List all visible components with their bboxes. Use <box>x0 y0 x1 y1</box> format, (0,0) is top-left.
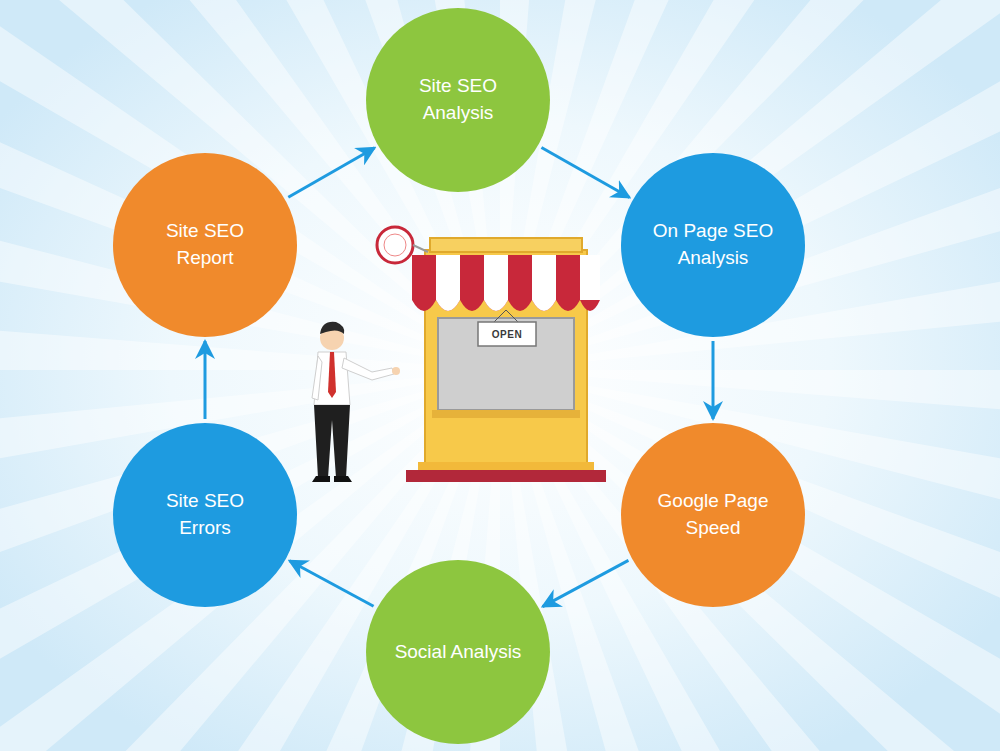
circle-outline <box>113 153 297 337</box>
circle-outline <box>113 423 297 607</box>
shop-sign-text: OPEN <box>492 329 522 340</box>
flow-arrow <box>712 341 715 419</box>
circle-label: On Page SEO Analysis <box>649 218 777 271</box>
speed-circle: Google Page Speed <box>621 423 805 607</box>
errors-circle: Site SEO Errors <box>113 423 297 607</box>
circle-outline <box>621 423 805 607</box>
circle-content: Social Analysis <box>366 560 550 744</box>
circle-outline <box>366 8 550 192</box>
circle-content: Google Page Speed <box>621 423 805 607</box>
circle-label: Site SEO Errors <box>141 488 269 541</box>
analysis-circle: On Page SEO Analysis <box>621 153 805 337</box>
flow-arrow <box>289 561 373 607</box>
circle-outline <box>621 153 805 337</box>
analysis-circle: Social Analysis <box>366 560 550 744</box>
flow-arrow <box>541 147 629 197</box>
circle-content: Site SEO Report <box>113 153 297 337</box>
flow-arrow <box>543 560 629 606</box>
analysis-circle: Site SEO Analysis <box>366 8 550 192</box>
report-circle: Site SEO Report <box>113 153 297 337</box>
circle-content: Site SEO Errors <box>113 423 297 607</box>
circle-content: On Page SEO Analysis <box>621 153 805 337</box>
circle-content: Site SEO Analysis <box>366 8 550 192</box>
circle-label: Site SEO Report <box>141 218 269 271</box>
circle-label: Google Page Speed <box>649 488 777 541</box>
circle-label: Site SEO Analysis <box>394 73 522 126</box>
flow-arrow <box>204 341 207 419</box>
circle-label: Social Analysis <box>395 639 522 666</box>
flow-arrow <box>288 148 374 198</box>
